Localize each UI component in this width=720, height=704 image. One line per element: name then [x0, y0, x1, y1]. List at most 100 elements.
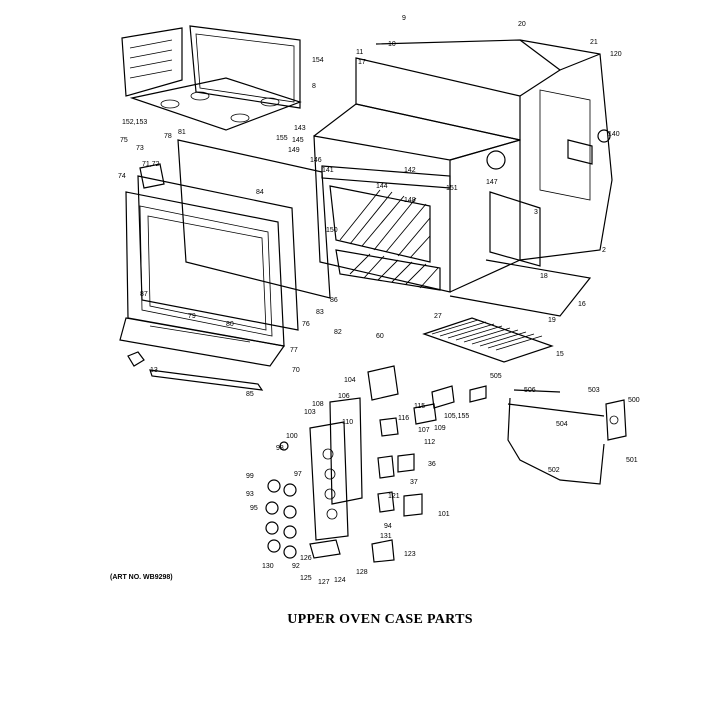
callout-106: 106: [338, 393, 350, 400]
callout-110: 110: [342, 419, 353, 426]
callout-141: 141: [322, 167, 334, 174]
callout-20: 20: [518, 21, 526, 28]
callout-147: 147: [486, 179, 498, 186]
callout-94: 94: [384, 523, 392, 530]
callout-18: 18: [540, 273, 548, 280]
callout-130: 130: [262, 563, 274, 570]
callout-506: 506: [524, 387, 536, 394]
callout-154: 154: [312, 57, 324, 64]
rotisserie-assembly: [469, 385, 627, 485]
oven-cavity: [313, 39, 562, 293]
callout-60: 60: [376, 333, 384, 340]
callout-505: 505: [490, 373, 502, 380]
callout-120: 120: [610, 51, 622, 58]
callout-9: 9: [402, 15, 406, 22]
callout-76: 76: [302, 321, 310, 328]
callout-105-155: 105,155: [444, 413, 469, 420]
vent-grille: [422, 317, 554, 363]
callout-146: 146: [310, 157, 322, 164]
callout-144: 144: [376, 183, 388, 190]
callout-123: 123: [404, 551, 416, 558]
callout-128: 128: [356, 569, 368, 576]
callout-82: 82: [334, 329, 342, 336]
broiler-panel-assembly: [121, 25, 302, 131]
callout-100: 100: [286, 433, 298, 440]
callout-98: 98: [276, 445, 284, 452]
callout-79: 79: [188, 313, 196, 320]
callout-151: 151: [446, 185, 458, 192]
callout-93: 93: [246, 491, 254, 498]
callout-149: 149: [288, 147, 300, 154]
callout-80: 80: [226, 321, 234, 328]
rack-lower: [335, 249, 441, 291]
callout-101: 101: [438, 511, 450, 518]
callout-104: 104: [344, 377, 356, 384]
callout-124: 124: [334, 577, 346, 584]
callout-71-72: 71,72: [142, 161, 160, 168]
callout-127: 127: [318, 579, 330, 586]
callout-145: 145: [292, 137, 304, 144]
callout-17: 17: [358, 59, 366, 66]
diagram-title: UPPER OVEN CASE PARTS: [287, 612, 473, 627]
callout-83: 83: [316, 309, 324, 316]
case-right-side: [449, 39, 613, 317]
callout-labels: 154 152,153 155 75 73 74 71,72 81 78 84 87 79 80 86 77…: [118, 15, 640, 586]
callout-85: 85: [246, 391, 254, 398]
callout-126: 126: [300, 555, 312, 562]
callout-501: 501: [626, 457, 638, 464]
callout-155: 155: [276, 135, 288, 142]
callout-107: 107: [418, 427, 430, 434]
callout-36: 36: [428, 461, 436, 468]
callout-108: 108: [312, 401, 324, 408]
callout-500: 500: [628, 397, 640, 404]
oven-door-assembly: [119, 139, 331, 391]
callout-97: 97: [294, 471, 302, 478]
callout-27: 27: [434, 313, 442, 320]
callout-86: 86: [330, 297, 338, 304]
callout-95: 95: [250, 505, 258, 512]
callout-112: 112: [424, 439, 435, 446]
callout-81: 81: [178, 129, 186, 136]
callout-13: 13: [150, 367, 158, 374]
art-number: (ART NO. WB9298): [110, 574, 173, 581]
callout-15: 15: [556, 351, 564, 358]
callout-109: 109: [434, 425, 446, 432]
callout-502: 502: [548, 467, 560, 474]
callout-21: 21: [590, 39, 598, 46]
callout-131: 131: [380, 533, 392, 540]
callout-140: 140: [608, 131, 620, 138]
callout-10: 10: [388, 41, 396, 48]
callout-74: 74: [118, 173, 126, 180]
callout-148: 148: [404, 197, 416, 204]
callout-19: 19: [548, 317, 556, 324]
callout-503: 503: [588, 387, 600, 394]
callout-150: 150: [326, 227, 338, 234]
callout-125: 125: [300, 575, 312, 582]
callout-92: 92: [292, 563, 300, 570]
rack-upper: [329, 185, 431, 263]
callout-121: 121: [388, 493, 400, 500]
callout-8: 8: [312, 83, 316, 90]
callout-11: 11: [356, 49, 363, 56]
callout-75: 75: [120, 137, 128, 144]
callout-115: 115: [414, 403, 425, 410]
callout-116: 116: [398, 415, 409, 422]
callout-84: 84: [256, 189, 264, 196]
callout-16: 16: [578, 301, 586, 308]
callout-3: 3: [534, 209, 538, 216]
callout-87: 87: [140, 291, 148, 298]
callout-504: 504: [556, 421, 568, 428]
callout-103: 103: [304, 409, 316, 416]
callout-143: 143: [294, 125, 306, 132]
callout-78: 78: [164, 133, 172, 140]
callout-2: 2: [602, 247, 606, 254]
callout-142: 142: [404, 167, 416, 174]
callout-73: 73: [136, 145, 144, 152]
callout-37: 37: [410, 479, 418, 486]
control-panel-assembly: [265, 365, 455, 563]
callout-77: 77: [290, 347, 298, 354]
callout-99: 99: [246, 473, 254, 480]
callout-70: 70: [292, 367, 300, 374]
callout-152-153: 152,153: [122, 119, 147, 126]
